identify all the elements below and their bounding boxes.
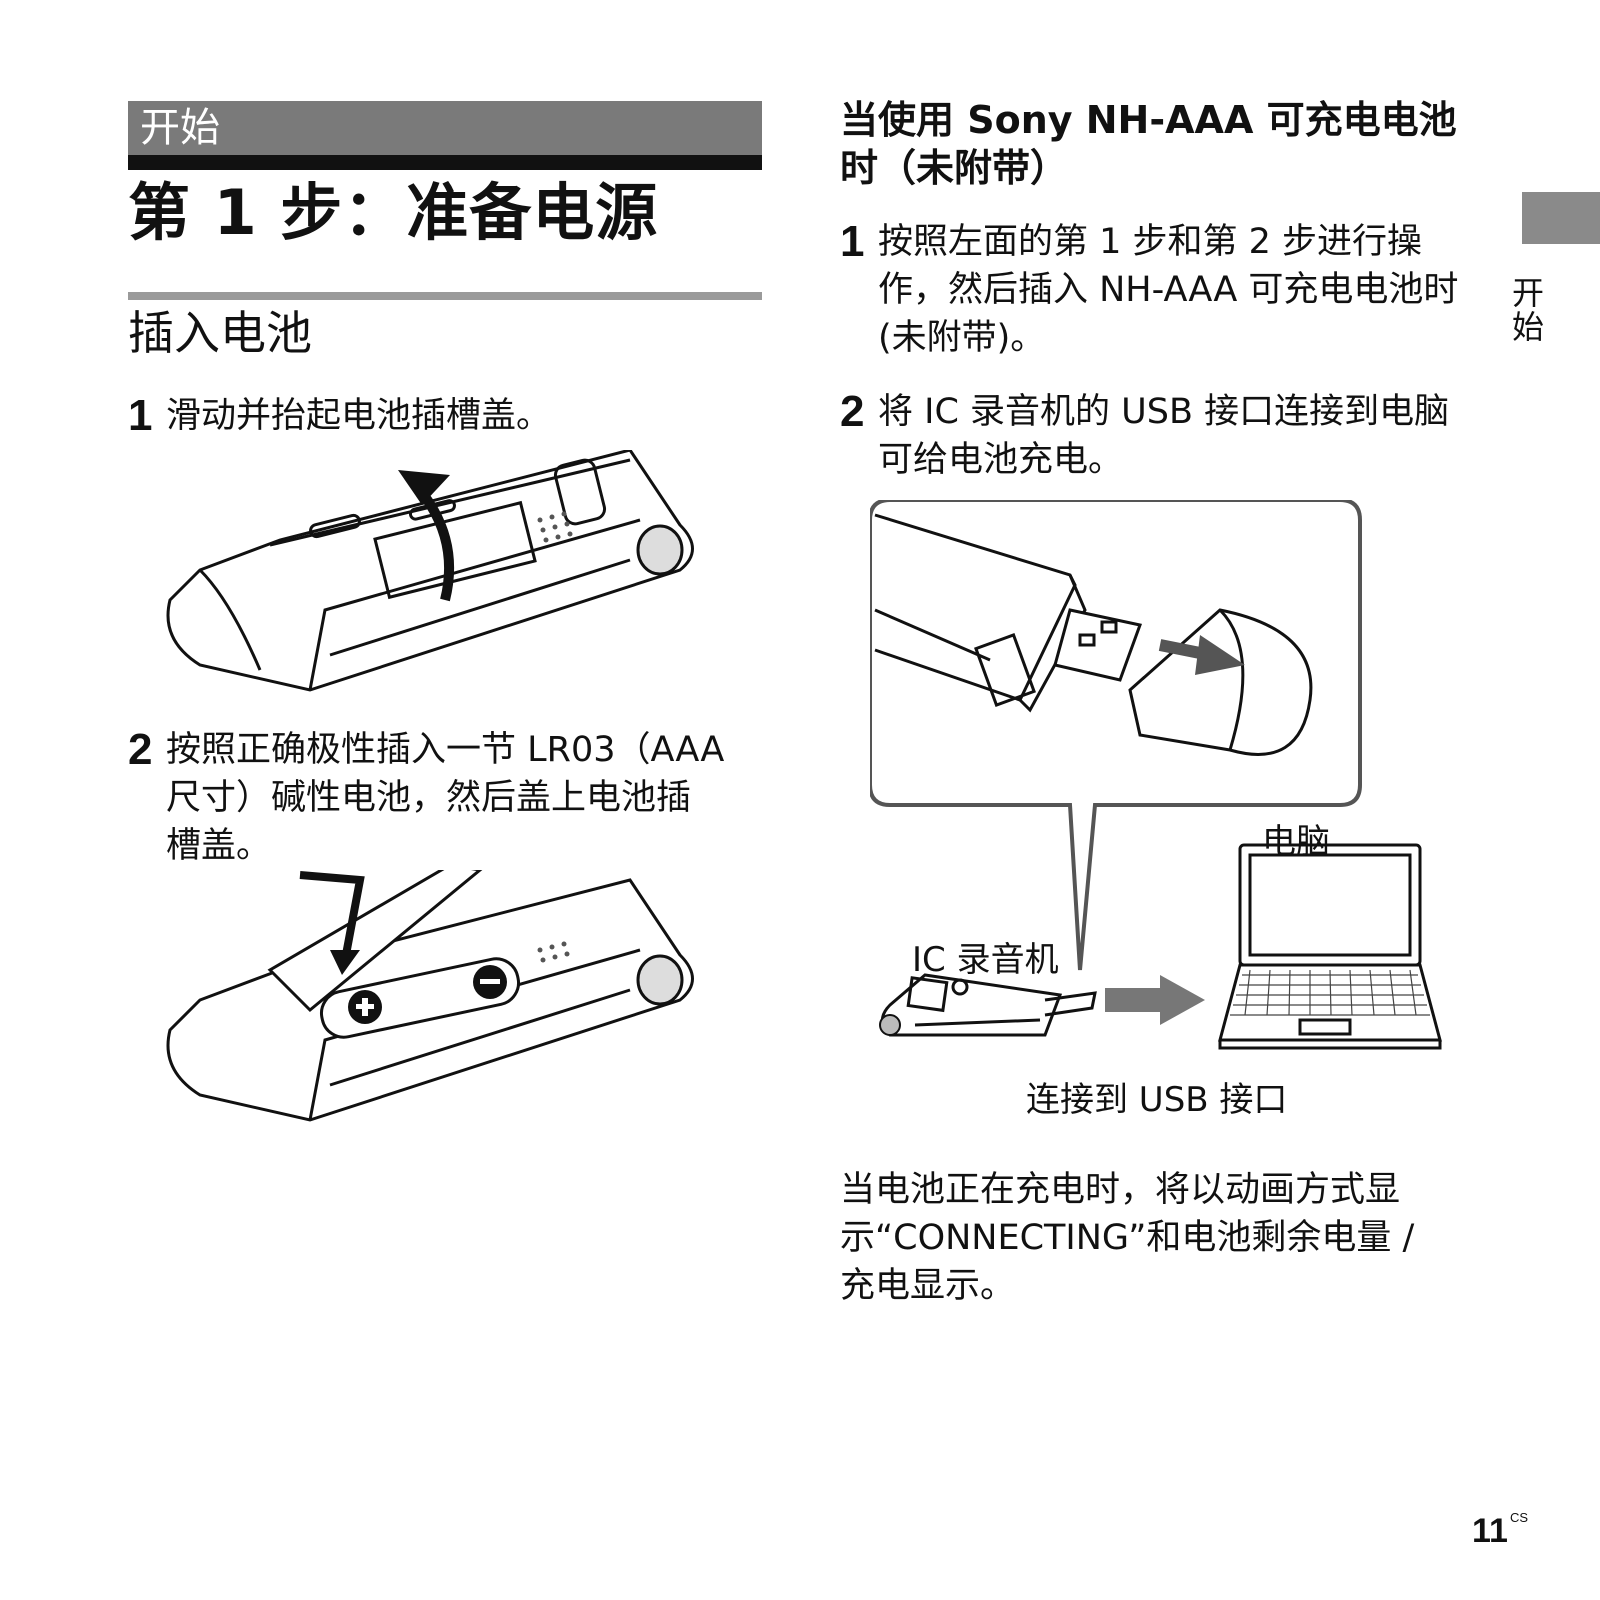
page-title: 第 1 步：准备电源: [128, 176, 659, 249]
connect-label: 连接到 USB 接口: [1026, 1080, 1288, 1120]
right-heading: 当使用 Sony NH-AAA 可充电电池: [840, 98, 1457, 142]
section-subtitle: 插入电池: [128, 306, 312, 360]
computer-label: 电脑: [1262, 822, 1330, 862]
step-text: 滑动并抬起电池插槽盖。: [166, 396, 552, 436]
step-number: 2: [840, 387, 865, 436]
recorder-label: IC 录音机: [912, 940, 1059, 980]
step-text: 可给电池充电。: [878, 440, 1124, 480]
step-text: 按照左面的第 1 步和第 2 步进行操: [878, 222, 1423, 262]
section-label: 开始: [140, 105, 220, 151]
page-number-value: 11: [1472, 1512, 1508, 1550]
right-heading: 时（未附带）: [840, 146, 1069, 190]
note-text: 充电显示。: [840, 1266, 1016, 1306]
note-text: 示“CONNECTING”和电池剩余电量 /: [840, 1218, 1415, 1258]
usb-connection-illustration: [870, 500, 1442, 1050]
step-number: 2: [128, 725, 153, 774]
step-text: 尺寸）碱性电池，然后盖上电池插: [166, 778, 692, 818]
step-text: (未附带)。: [878, 318, 1046, 358]
step-number: 1: [840, 217, 865, 266]
note-text: 当电池正在充电时，将以动画方式显: [840, 1170, 1401, 1210]
divider: [128, 292, 762, 300]
step-text: 按照正确极性插入一节 LR03（AAA: [166, 730, 725, 770]
page-number-suffix: CS: [1509, 1510, 1529, 1525]
side-tab-marker: [1522, 192, 1600, 244]
section-header-bar: 开始: [128, 101, 762, 170]
battery-insert-illustration: [166, 870, 694, 1122]
step-text: 将 IC 录音机的 USB 接口连接到电脑: [878, 392, 1450, 432]
step-text: 作，然后插入 NH-AAA 可充电电池时: [878, 270, 1459, 310]
step-text: 槽盖。: [166, 826, 272, 866]
recorder-cover-illustration: [166, 450, 694, 692]
side-tab-label: 开始: [1507, 276, 1545, 344]
step-number: 1: [128, 391, 153, 440]
